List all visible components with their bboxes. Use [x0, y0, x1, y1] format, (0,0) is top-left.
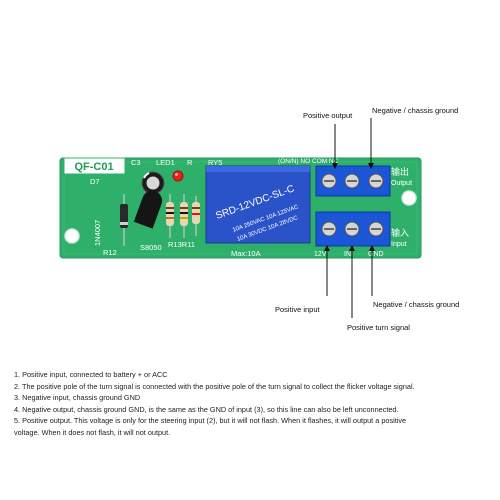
resistor-band: [166, 217, 174, 219]
resistor-band: [180, 207, 188, 209]
pcb-inner-outline: [63, 161, 418, 255]
callout-negative-chassis-top: Negative / chassis ground: [372, 106, 458, 115]
instruction-notes: 1. Positive input, connected to battery …: [14, 369, 492, 438]
resistor-band: [180, 212, 188, 214]
output-terminal-screws: [321, 173, 384, 189]
input-terminal-screws: [321, 221, 384, 237]
resistor-band: [166, 212, 174, 214]
label-r: R: [187, 158, 193, 167]
callout-arrowheads: [324, 163, 375, 251]
note-1: 1. Positive input, connected to battery …: [14, 370, 168, 379]
capacitor-top: [146, 176, 160, 190]
led1: [172, 170, 184, 182]
label-r13r11: R13R11: [168, 240, 195, 249]
label-c3: C3: [131, 158, 141, 167]
note-4: 4. Negative output, chassis ground GND, …: [14, 404, 399, 414]
label-1n4007: 1N4007: [93, 220, 102, 246]
note-5-continued: voltage. When it does not flash, it will…: [14, 427, 171, 437]
model-label: QF-C01: [74, 161, 113, 173]
callout-positive-turn-signal: Positive turn signal: [347, 323, 410, 332]
label-no-com-nc: (ON/N) NO COM NC: [278, 158, 339, 165]
resistor-band: [166, 207, 174, 209]
label-output-en: Output: [391, 180, 412, 187]
capacitor-stripe: [143, 172, 150, 179]
label-in: IN: [344, 251, 351, 258]
label-12v: 12V: [314, 251, 327, 258]
resistor-band: [192, 213, 200, 215]
diode-band: [120, 222, 128, 225]
note-3: 3. Negative input, chassis ground GND: [14, 393, 141, 402]
resistor-band: [180, 217, 188, 219]
callout-positive-output: Positive output: [303, 111, 353, 120]
label-output-cn: 输出: [391, 166, 409, 177]
mounting-hole-right: [401, 190, 417, 206]
label-r12: R12: [103, 248, 117, 257]
relay-top-edge: [206, 166, 310, 172]
label-s8050: S8050: [140, 243, 162, 252]
note-2: 2. The positive pole of the turn signal …: [14, 381, 415, 391]
transistor-s8050: [133, 190, 163, 229]
label-input-cn: 输入: [391, 227, 409, 238]
callout-negative-chassis-bottom: Negative / chassis ground: [373, 300, 459, 309]
relay-board-diagram: QF-C01 C3 LED1 R RY5 D7 1N4007 R12 S8050…: [59, 106, 459, 332]
led-highlight: [175, 173, 178, 176]
max-current-label: Max:10A: [231, 249, 261, 258]
mounting-hole-left: [64, 228, 80, 244]
resistor-band: [192, 207, 200, 209]
label-input-en: Input: [391, 241, 407, 248]
label-led1: LED1: [156, 158, 175, 167]
model-label-box: [63, 157, 126, 175]
label-d7: D7: [90, 177, 100, 186]
relay-srd-12vdc: [205, 165, 311, 244]
label-gnd: GND: [368, 251, 384, 258]
callout-lines: [326, 118, 373, 318]
callout-positive-input: Positive input: [275, 305, 321, 314]
note-5: 5. Positive output. This voltage is only…: [14, 416, 407, 425]
label-ry5: RY5: [208, 158, 222, 167]
